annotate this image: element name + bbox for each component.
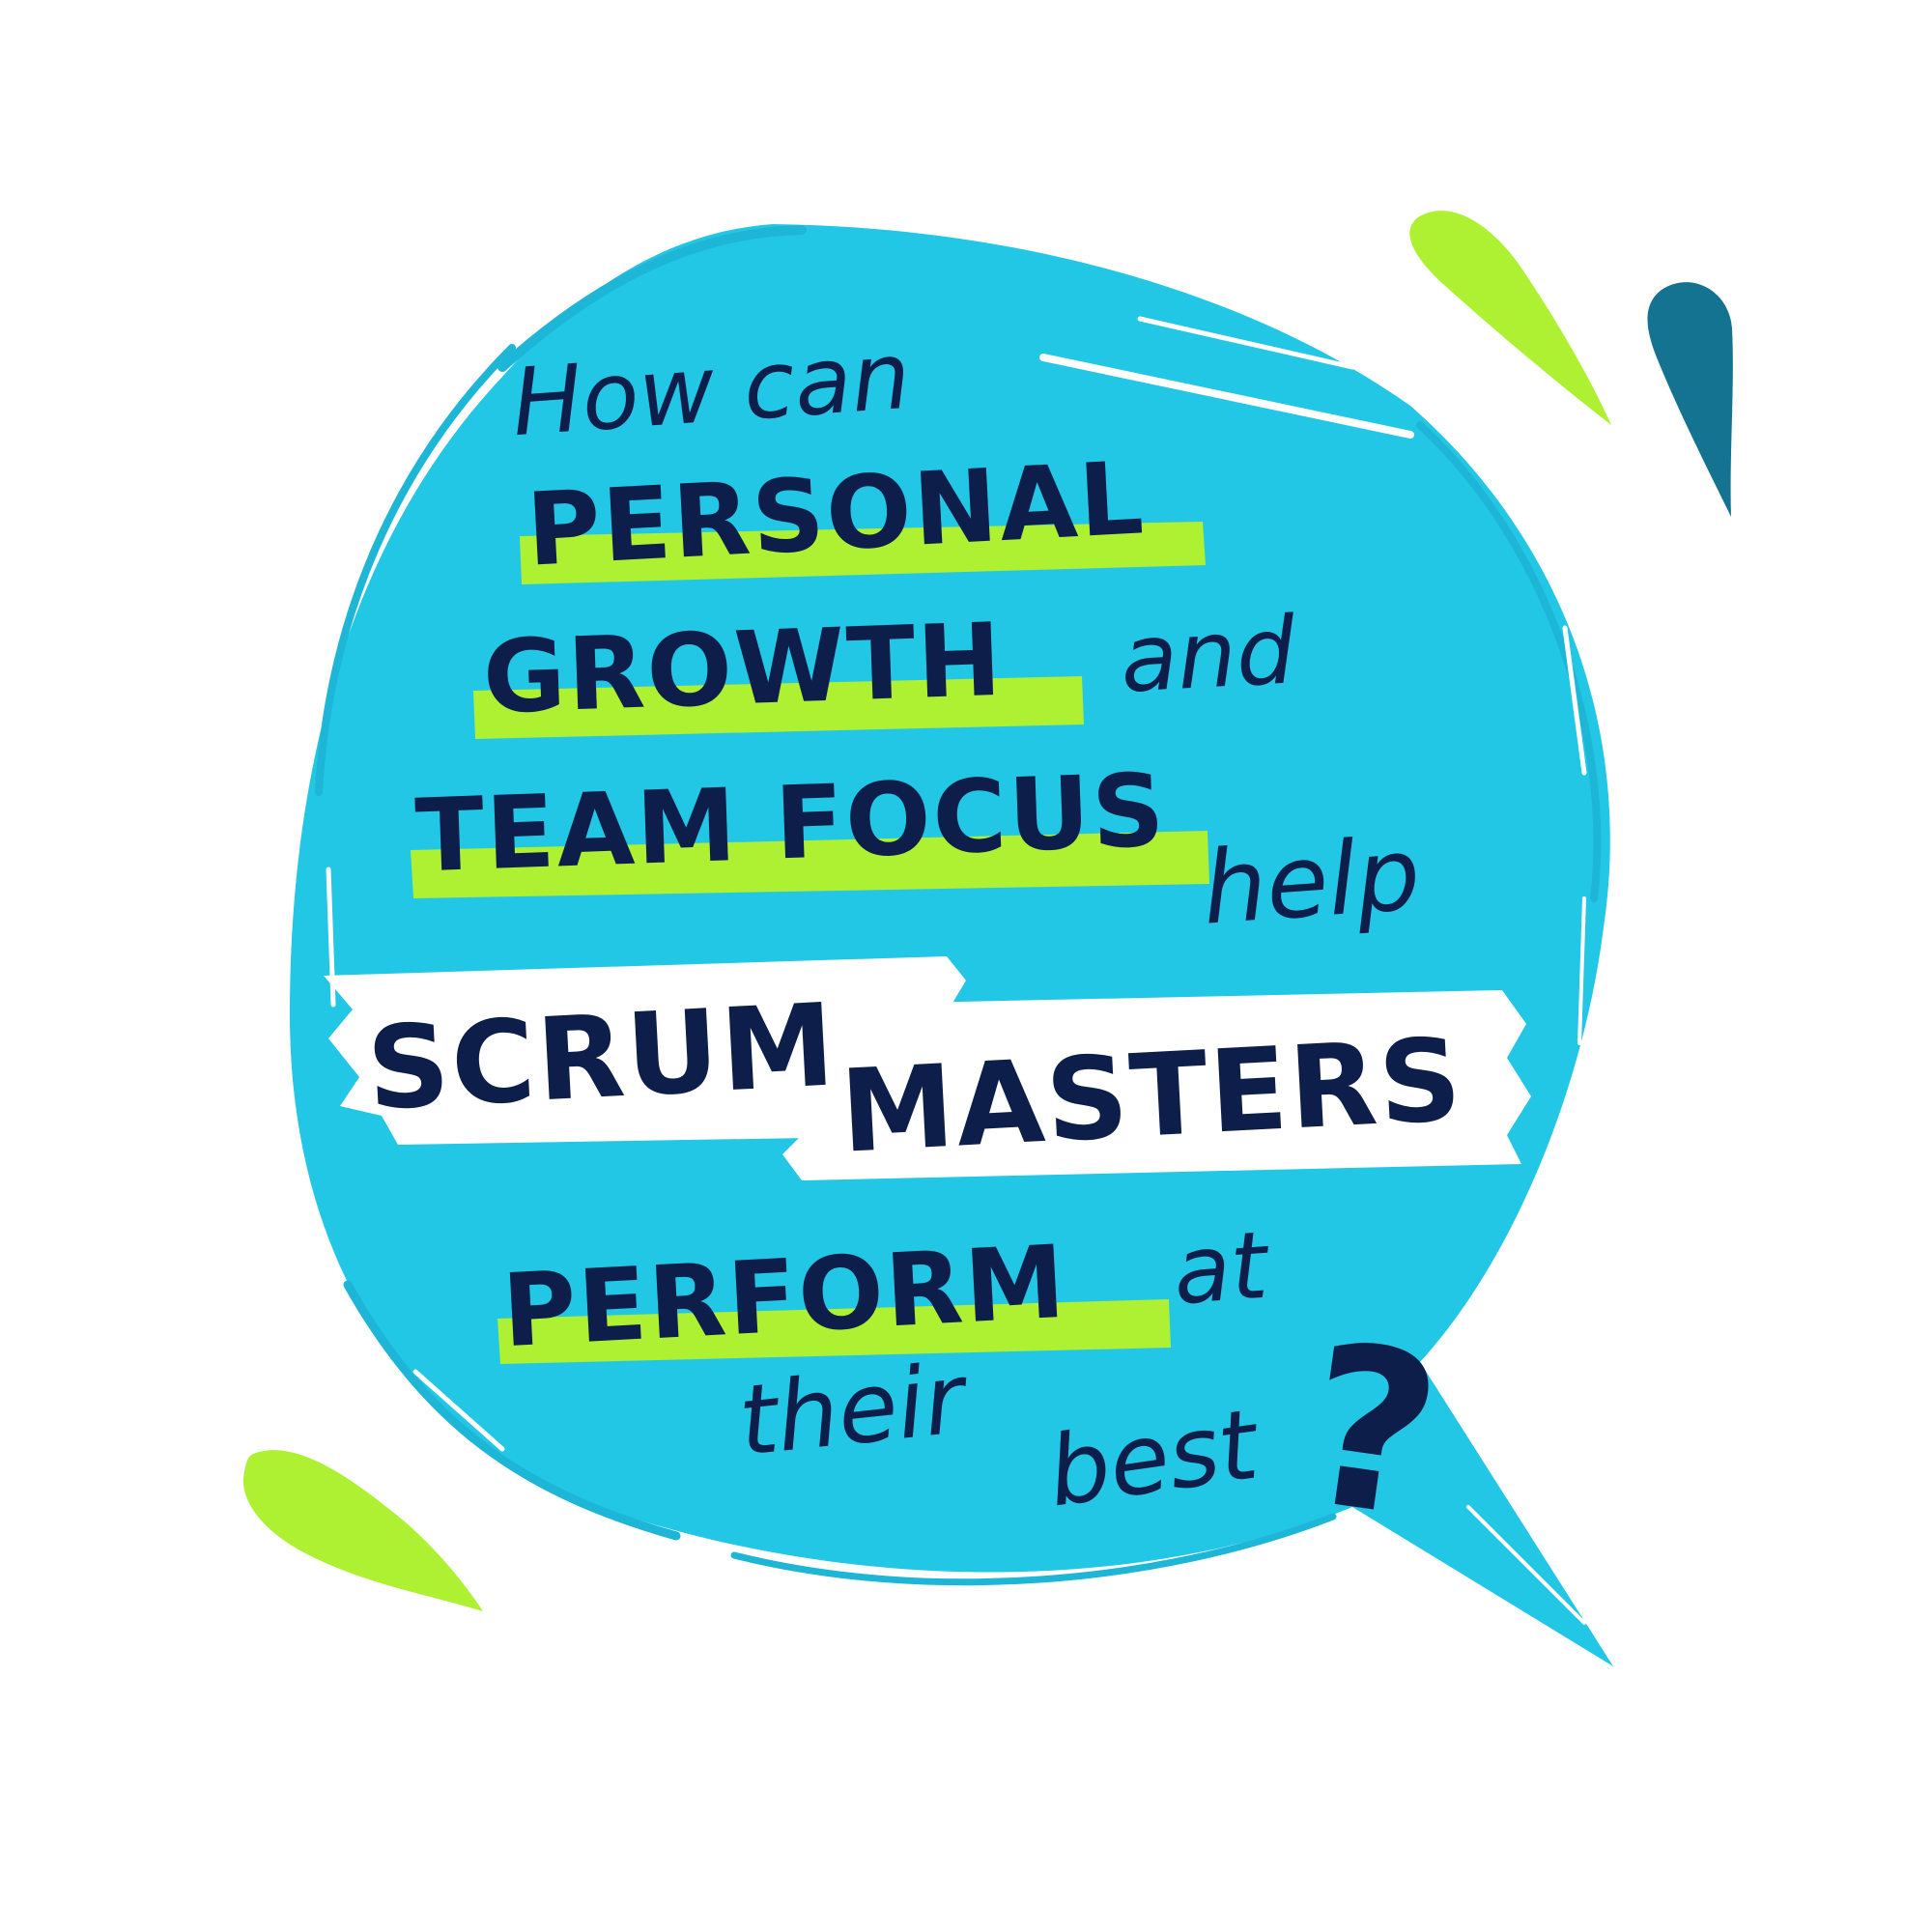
brush-rim [315,225,1602,1586]
highlight-personal [520,522,1206,584]
text-scrum: SCRUM [363,978,839,1136]
text-perform: PERFORM [499,1222,1070,1371]
white-streaks [326,316,1587,1625]
highlight-team-focus [411,831,1209,898]
speech-bubble-icon [290,224,1613,1666]
text-personal: PERSONAL [524,439,1149,589]
highlight-growth [473,676,1084,739]
white-band-masters [782,990,1531,1180]
text-masters: MASTERS [837,1012,1466,1179]
text-help: help [1199,814,1424,948]
text-at: at [1170,1210,1271,1326]
text-their: their [733,1342,970,1478]
text-best: best [1040,1387,1264,1529]
green-drop-icon [242,1450,483,1611]
text-growth: GROWTH [481,600,1006,737]
text-team-focus: TEAM FOCUS [413,751,1169,895]
highlight-perform [497,1299,1171,1364]
green-drop-icon [1409,211,1611,425]
teal-drop-icon [1647,282,1733,517]
highlight-swipes [411,522,1209,1364]
text-and: and [1118,596,1298,714]
text-how-can: How can [508,321,914,458]
